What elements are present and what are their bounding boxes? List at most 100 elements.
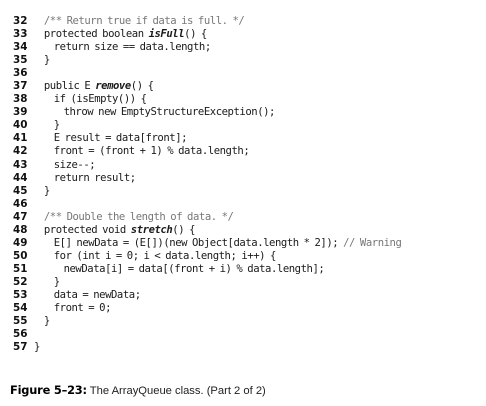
method-name: remove <box>95 80 131 93</box>
code-segment: public E <box>34 80 96 93</box>
code-line: 55 } <box>13 315 479 328</box>
code-text: return result; <box>34 172 136 185</box>
code-segment: throw new EmptyStructureException(); <box>34 106 276 119</box>
code-text: /** Return true if data is full. */ <box>34 15 245 28</box>
line-number: 34 <box>13 41 28 54</box>
code-line: 50 for (int i = 0; i < data.length; i++)… <box>13 250 479 263</box>
code-text: E[] newData = (E[])(new Object[data.leng… <box>34 236 402 250</box>
code-segment: } <box>34 275 60 288</box>
figure-label: Figure 5–23: <box>10 383 87 397</box>
code-segment: protected boolean <box>34 28 149 41</box>
line-number: 33 <box>13 28 28 41</box>
code-comment: /** Return true if data is full. */ <box>43 15 245 27</box>
code-segment: if (isEmpty()) { <box>34 93 147 106</box>
code-line: 43 size--; <box>13 159 479 172</box>
code-segment: E result = data[front]; <box>34 132 188 145</box>
code-text: size--; <box>34 158 96 172</box>
code-line: 32 /** Return true if data is full. */ <box>13 15 479 28</box>
line-number: 40 <box>13 119 28 132</box>
code-segment: () { <box>184 28 207 41</box>
code-comment: // Warning <box>343 236 402 249</box>
code-text: for (int i = 0; i < data.length; i++) { <box>34 249 277 263</box>
line-number: 36 <box>13 67 28 80</box>
line-number: 53 <box>13 288 28 301</box>
code-line: 47 /** Double the length of data. */ <box>13 211 479 224</box>
code-comment: /** Double the length of data. */ <box>43 210 234 223</box>
line-number: 52 <box>13 275 28 288</box>
code-text: } <box>34 119 60 132</box>
code-line: 41 E result = data[front]; <box>13 132 479 145</box>
code-text: /** Double the length of data. */ <box>34 210 234 224</box>
figure-caption: Figure 5–23: The ArrayQueue class. (Part… <box>10 383 266 397</box>
code-text: protected boolean isFull() { <box>34 28 207 41</box>
code-text: newData[i] = data[(front + i) % data.len… <box>34 262 325 276</box>
figure-caption-text: The ArrayQueue class. (Part 2 of 2) <box>86 385 266 397</box>
code-line: 35 } <box>13 54 479 67</box>
code-segment: } <box>34 119 60 132</box>
code-line: 39 throw new EmptyStructureException(); <box>13 106 479 119</box>
method-name: stretch <box>130 223 173 236</box>
line-number: 50 <box>13 249 28 262</box>
line-number: 46 <box>13 197 28 210</box>
line-number: 55 <box>13 315 28 328</box>
code-line: 33 protected boolean isFull() { <box>13 28 479 41</box>
code-line: 54 front = 0; <box>13 302 479 315</box>
code-line: 49 E[] newData = (E[])(new Object[data.l… <box>13 237 479 250</box>
code-line: 40 } <box>13 119 479 132</box>
code-line: 46 <box>13 198 479 211</box>
code-segment: } <box>34 54 50 67</box>
line-number: 37 <box>13 80 28 93</box>
code-text: data = newData; <box>34 289 141 302</box>
code-text: } <box>34 341 40 354</box>
code-text: throw new EmptyStructureException(); <box>34 106 276 119</box>
line-number: 44 <box>13 171 28 184</box>
code-listing: 32 /** Return true if data is full. */33… <box>13 15 479 354</box>
code-segment: for (int i = 0; i < data.length; i++) { <box>34 249 277 262</box>
code-segment: () { <box>130 80 154 93</box>
code-segment: front = (front + 1) % data.length; <box>34 145 250 158</box>
line-number: 41 <box>13 132 28 145</box>
code-segment: size--; <box>34 158 96 171</box>
code-line: 57} <box>13 341 479 354</box>
code-segment <box>34 211 44 223</box>
line-number: 56 <box>13 328 28 341</box>
code-text: front = 0; <box>34 302 112 315</box>
line-number: 38 <box>13 93 28 106</box>
code-text: front = (front + 1) % data.length; <box>34 145 250 158</box>
code-line: 37 public E remove() { <box>13 80 479 93</box>
code-text: public E remove() { <box>34 80 154 93</box>
line-number: 35 <box>13 54 28 67</box>
line-number: 57 <box>13 341 28 354</box>
code-segment: front = 0; <box>34 302 112 315</box>
line-number: 42 <box>13 145 28 158</box>
method-name: isFull <box>148 28 185 41</box>
code-line: 38 if (isEmpty()) { <box>13 93 479 106</box>
code-segment: } <box>34 184 50 197</box>
code-line: 53 data = newData; <box>13 289 479 302</box>
code-segment: return result; <box>34 171 136 184</box>
line-number: 47 <box>13 210 28 223</box>
code-segment: data = newData; <box>34 288 141 301</box>
code-text: return size == data.length; <box>34 41 212 54</box>
code-segment: return size == data.length; <box>34 41 212 54</box>
code-line: 45 } <box>13 185 479 198</box>
code-line: 56 <box>13 328 479 341</box>
code-line: 52 } <box>13 276 479 289</box>
code-segment: protected void <box>34 223 131 236</box>
code-segment: newData[i] = data[(front + i) % data.len… <box>34 262 325 275</box>
code-segment: } <box>34 315 50 328</box>
line-number: 49 <box>13 236 28 249</box>
line-number: 32 <box>13 15 28 27</box>
code-segment <box>34 15 44 27</box>
code-segment: E[] newData = (E[])(new Object[data.leng… <box>34 236 344 249</box>
code-text: protected void stretch() { <box>34 223 196 237</box>
code-text: E result = data[front]; <box>34 132 188 145</box>
code-text: } <box>34 185 50 198</box>
line-number: 54 <box>13 302 28 315</box>
code-text: } <box>34 315 50 328</box>
line-number: 39 <box>13 106 28 119</box>
code-segment: } <box>34 341 40 354</box>
code-segment: () { <box>172 223 195 236</box>
code-text: } <box>34 276 60 289</box>
line-number: 48 <box>13 223 28 236</box>
